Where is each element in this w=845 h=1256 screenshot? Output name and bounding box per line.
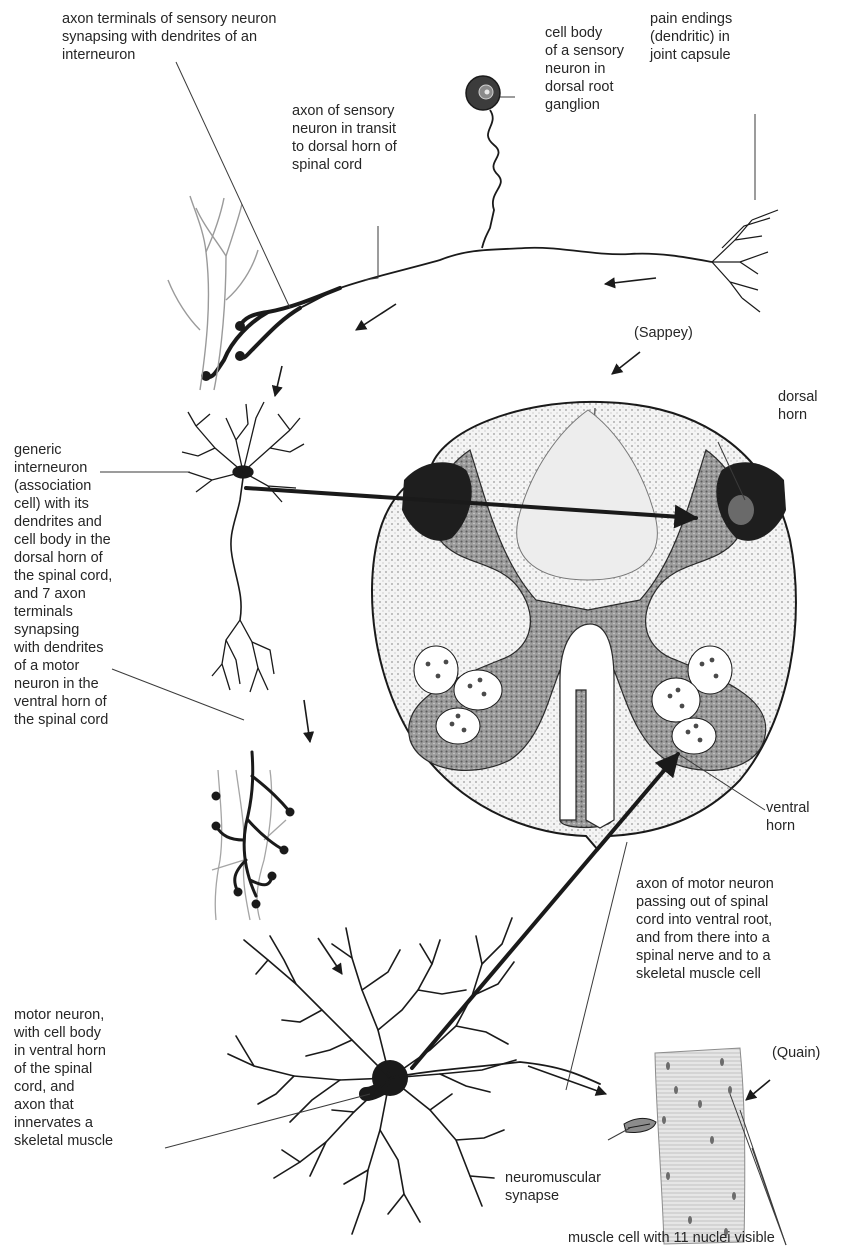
- label-motor-neuron: motor neuron, with cell body in ventral …: [14, 1006, 113, 1150]
- interneuron: [182, 402, 304, 692]
- pain-endings: [712, 210, 778, 312]
- label-interneuron: generic interneuron (association cell) w…: [14, 441, 112, 729]
- label-motor-axon: axon of motor neuron passing out of spin…: [636, 875, 774, 983]
- label-cell-body-sensory: cell body of a sensory neuron in dorsal …: [545, 24, 624, 114]
- label-pain-endings: pain endings (dendritic) in joint capsul…: [650, 10, 732, 64]
- label-muscle-cell: muscle cell with 11 nuclei visible: [568, 1229, 775, 1247]
- interneuron-dendrites-upper: [168, 196, 258, 390]
- spinal-cord-cross-section: [372, 402, 796, 850]
- sensory-axon-terminals: [206, 288, 340, 377]
- sensory-axon-main: [300, 248, 712, 308]
- label-sensory-terminals: axon terminals of sensory neuron synapsi…: [62, 10, 276, 64]
- label-ventral-horn: ventral horn: [766, 799, 810, 835]
- muscle-cell: [624, 1048, 745, 1244]
- label-dorsal-horn: dorsal horn: [778, 388, 818, 424]
- sensory-cell-body: [466, 76, 500, 110]
- sensory-axon-stem: [482, 110, 501, 248]
- label-sappey: (Sappey): [634, 324, 693, 342]
- label-sensory-axon: axon of sensory neuron in transit to dor…: [292, 102, 397, 174]
- neuromuscular-synapse: [624, 1118, 656, 1132]
- interneuron-motor-synapses: [212, 752, 295, 920]
- label-neuromuscular-synapse: neuromuscular synapse: [505, 1169, 601, 1205]
- label-quain: (Quain): [772, 1044, 820, 1062]
